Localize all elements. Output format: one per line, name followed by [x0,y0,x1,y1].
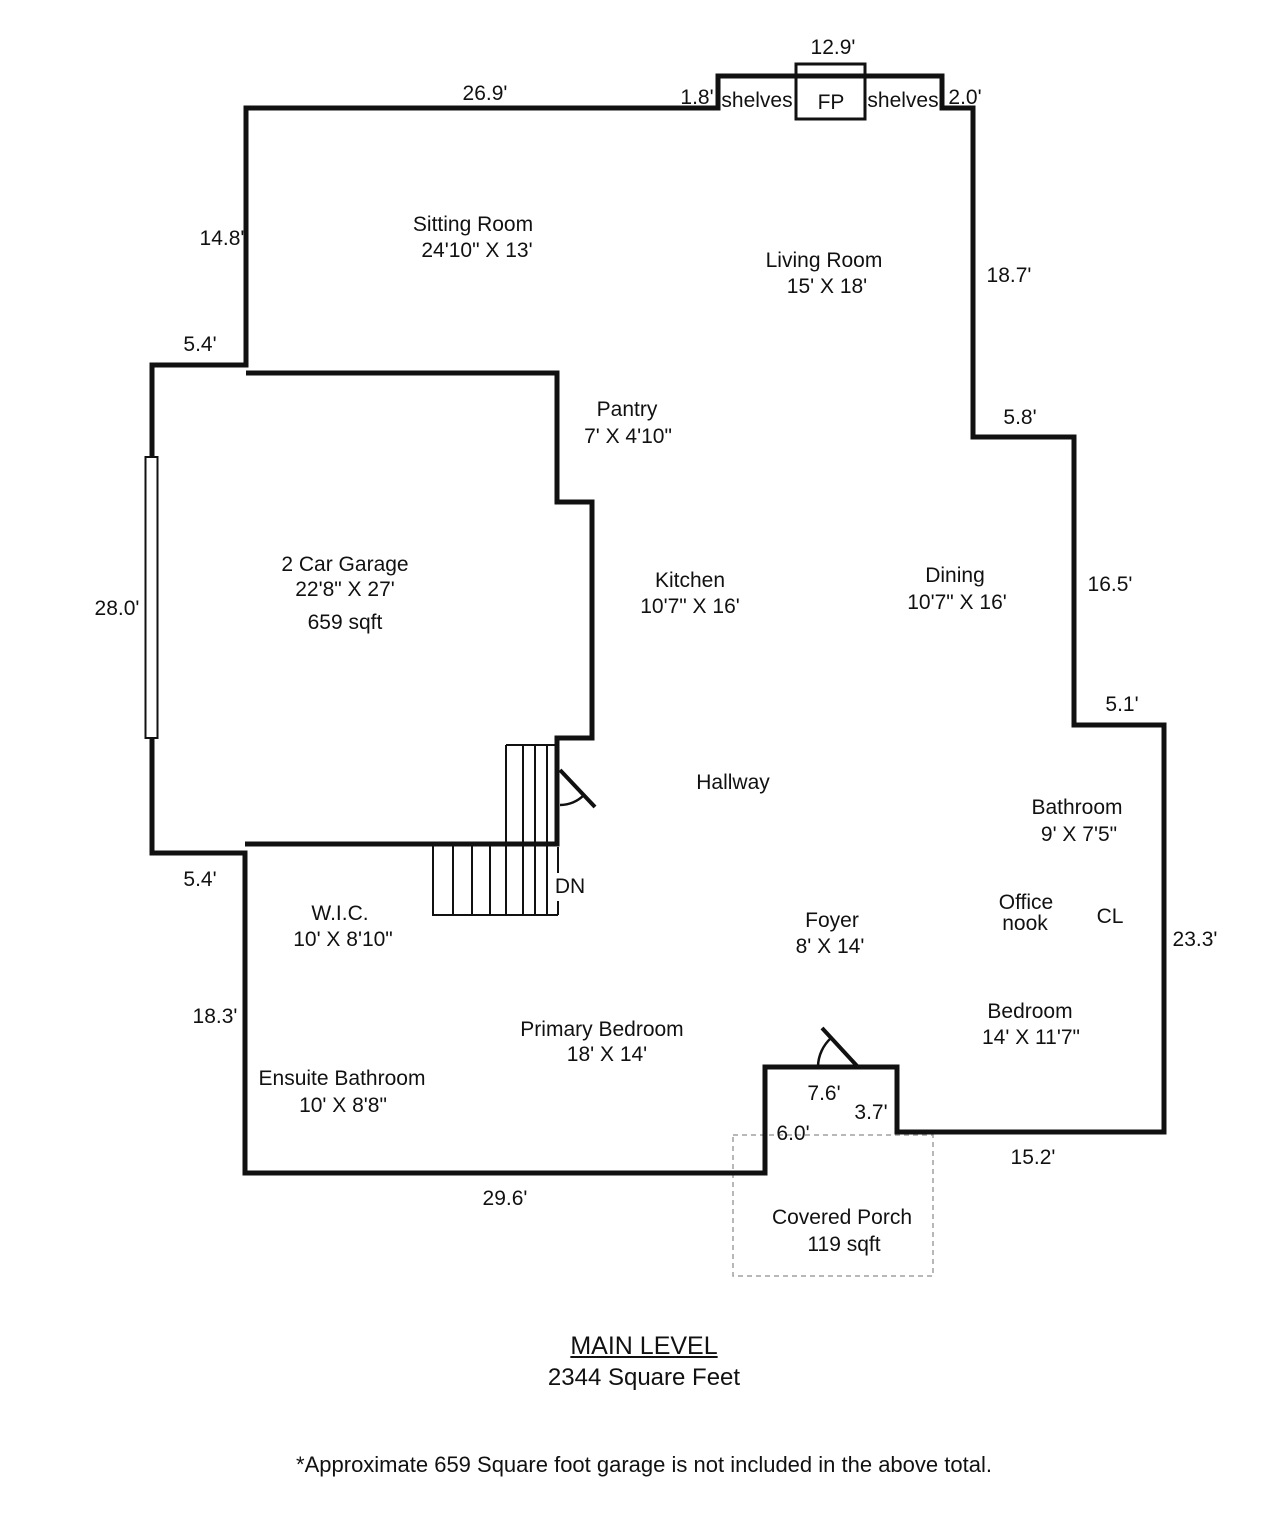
room-office-nook-line1: Office [999,891,1053,914]
room-pantry-name: Pantry [597,398,658,421]
hallway-door-swing [558,768,597,809]
covered-porch-outline [732,1134,934,1277]
room-wic-dims: 10' X 8'10" [293,928,393,951]
room-closet-label: CL [1097,905,1124,928]
dim-bottom: 29.6' [483,1187,528,1210]
dim-alcove-top: 7.6' [807,1082,840,1105]
garage-door [144,456,159,739]
room-hallway-name: Hallway [696,771,770,794]
fireplace-box [794,62,867,121]
room-garage-dims: 22'8" X 27' [295,578,395,601]
dim-bedroom-bottom: 15.2' [1011,1146,1056,1169]
footer-note: *Approximate 659 Square foot garage is n… [296,1452,992,1477]
room-living-dims: 15' X 18' [787,275,867,298]
room-office-nook-line2: nook [1002,912,1048,935]
dim-jog-right: 2.0' [948,86,981,109]
room-kitchen-dims: 10'7" X 16' [640,595,740,618]
room-garage-name: 2 Car Garage [281,553,408,576]
fireplace-label: FP [818,91,845,114]
dim-dining-jog-top: 5.8' [1003,406,1036,429]
room-dining-name: Dining [925,564,985,587]
dim-alcove-right: 3.7' [854,1101,887,1124]
dim-bath-jog-top: 5.1' [1105,693,1138,716]
footer-total-area: 2344 Square Feet [547,1364,741,1391]
room-garage-area: 659 sqft [308,611,383,634]
room-wic-name: W.I.C. [311,902,368,925]
exterior-walls [149,73,1167,1176]
room-pantry-dims: 7' X 4'10" [584,425,672,448]
room-foyer-dims: 8' X 14' [796,935,865,958]
dim-garage-left: 28.0' [95,597,140,620]
room-kitchen-name: Kitchen [655,569,725,592]
dim-garage-jog-bottom: 5.4' [183,868,216,891]
room-ensuite-dims: 10' X 8'8" [299,1094,387,1117]
dim-living-right: 18.7' [987,264,1032,287]
dim-garage-jog-top: 5.4' [183,333,216,356]
room-bathroom-name: Bathroom [1031,796,1122,819]
room-sitting-dims: 24'10" X 13' [421,239,532,262]
dim-alcove-left: 6.0' [776,1122,809,1145]
room-bedroom-dims: 14' X 11'7" [982,1026,1080,1049]
room-foyer-name: Foyer [805,909,859,932]
room-primary-dims: 18' X 14' [567,1043,647,1066]
dim-sitting-left: 14.8' [200,227,245,250]
dim-jog-left: 1.8' [680,86,713,109]
shelves-left-label: shelves [721,89,792,112]
dim-bedroom-right: 23.3' [1173,928,1218,951]
stairs-dn-label: DN [555,875,585,898]
room-bathroom-dims: 9' X 7'5" [1041,823,1117,846]
entry-door-swing [816,1026,860,1069]
room-sitting-name: Sitting Room [413,213,533,236]
room-living-name: Living Room [766,249,883,272]
dim-dining-right: 16.5' [1088,573,1133,596]
room-bedroom-name: Bedroom [987,1000,1072,1023]
shelves-right-label: shelves [867,89,938,112]
dim-top: 26.9' [463,82,508,105]
room-porch-name: Covered Porch [772,1206,912,1229]
stairs-lower [432,844,558,916]
interior-walls [245,370,595,847]
room-dining-dims: 10'7" X 16' [907,591,1007,614]
dim-fp-width: 12.9' [811,36,856,59]
room-ensuite-name: Ensuite Bathroom [259,1067,426,1090]
stairs-upper [505,744,557,843]
room-porch-area: 119 sqft [807,1233,880,1256]
dim-ensuite-left: 18.3' [193,1005,238,1028]
footer-level-title: MAIN LEVEL [570,1332,718,1360]
room-primary-name: Primary Bedroom [520,1018,683,1041]
